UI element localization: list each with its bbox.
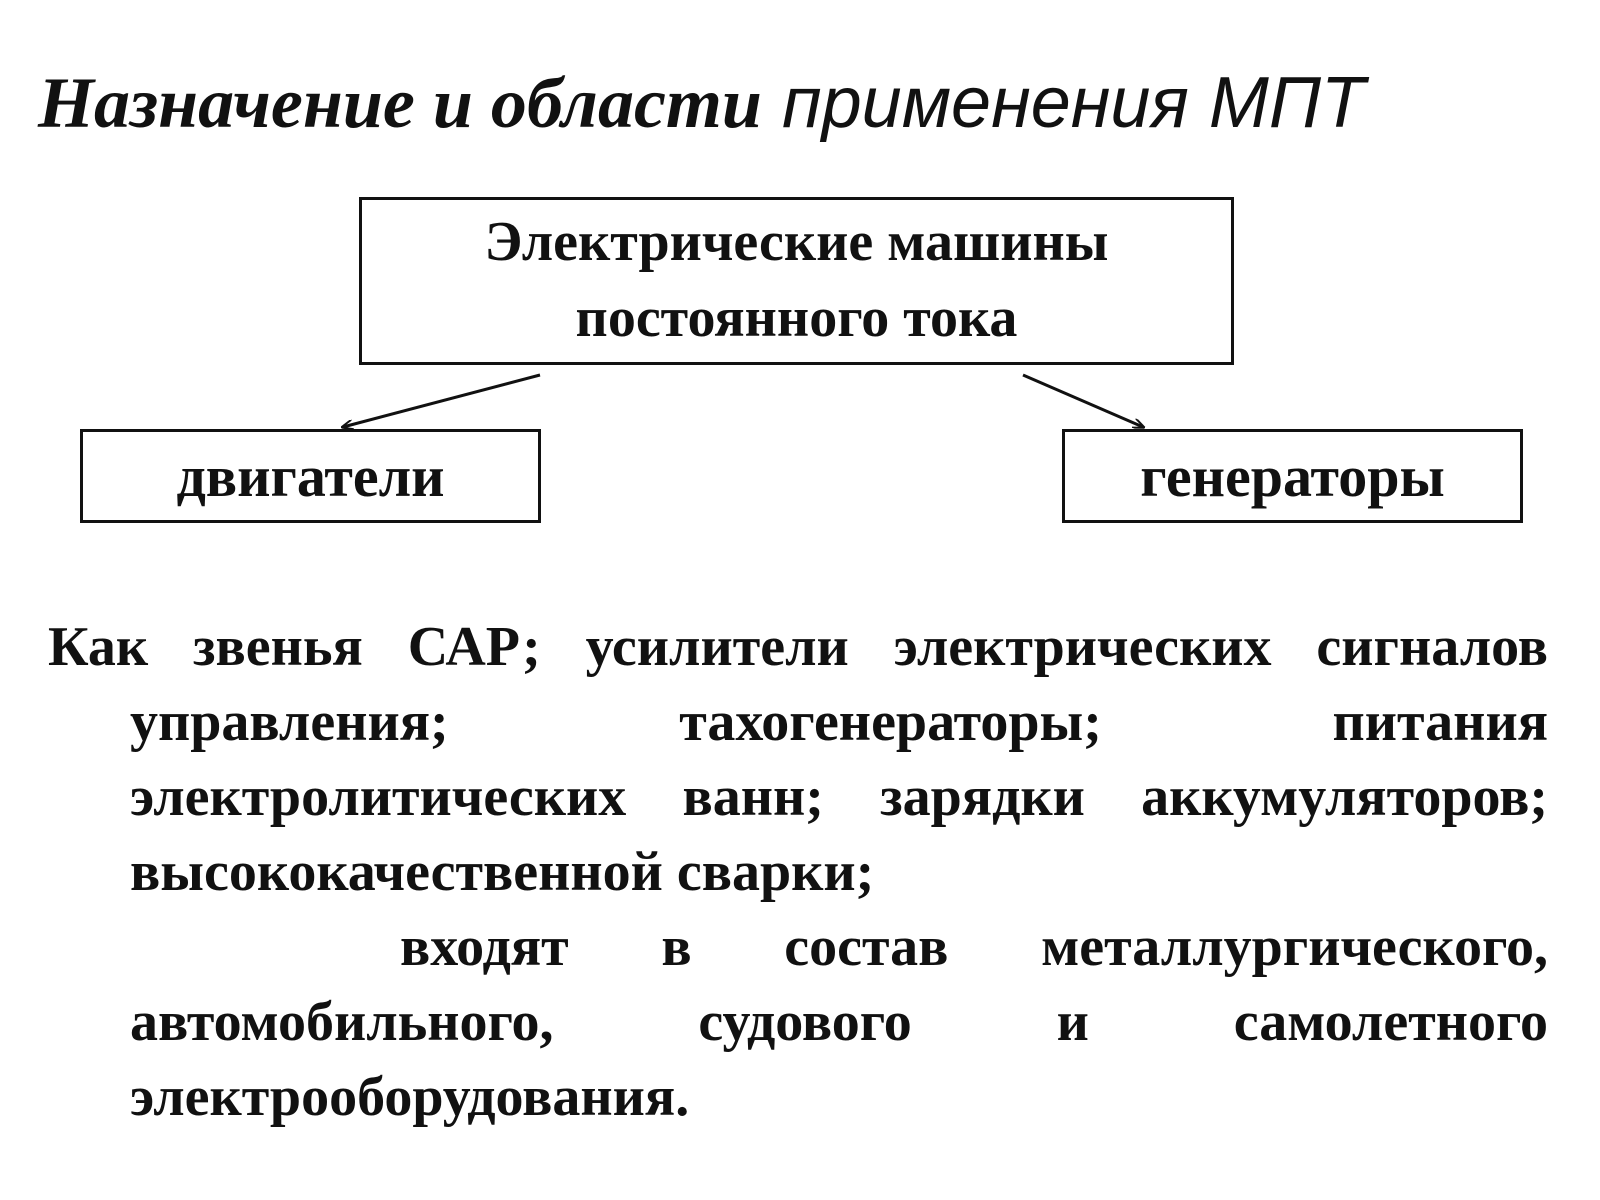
root-node: Электрические машины постоянного тока bbox=[359, 197, 1234, 365]
arrow-to-generators bbox=[1022, 373, 1143, 427]
motors-node-label: двигатели bbox=[176, 443, 445, 509]
root-node-line2: постоянного тока bbox=[575, 287, 1018, 349]
generators-node: генераторы bbox=[1062, 429, 1523, 523]
arrow-to-motors bbox=[343, 373, 541, 427]
slide-title: Назначение и области применения МПТ bbox=[38, 62, 1365, 145]
slide-title-regular: применения МПТ bbox=[761, 63, 1366, 143]
slide-title-bold: Назначение и области bbox=[38, 63, 762, 143]
generators-node-label: генераторы bbox=[1140, 443, 1445, 509]
applications-text: Как звенья САР; усилители электрических … bbox=[48, 610, 1548, 1135]
motors-node: двигатели bbox=[80, 429, 541, 523]
root-node-line1: Электрические машины bbox=[484, 211, 1109, 274]
applications-paragraph-2: входят в состав металлургического, автом… bbox=[130, 916, 1548, 1128]
root-node-label: Электрические машины постоянного тока bbox=[484, 205, 1108, 356]
applications-paragraph-1: Как звенья САР; усилители электрических … bbox=[48, 616, 1548, 903]
